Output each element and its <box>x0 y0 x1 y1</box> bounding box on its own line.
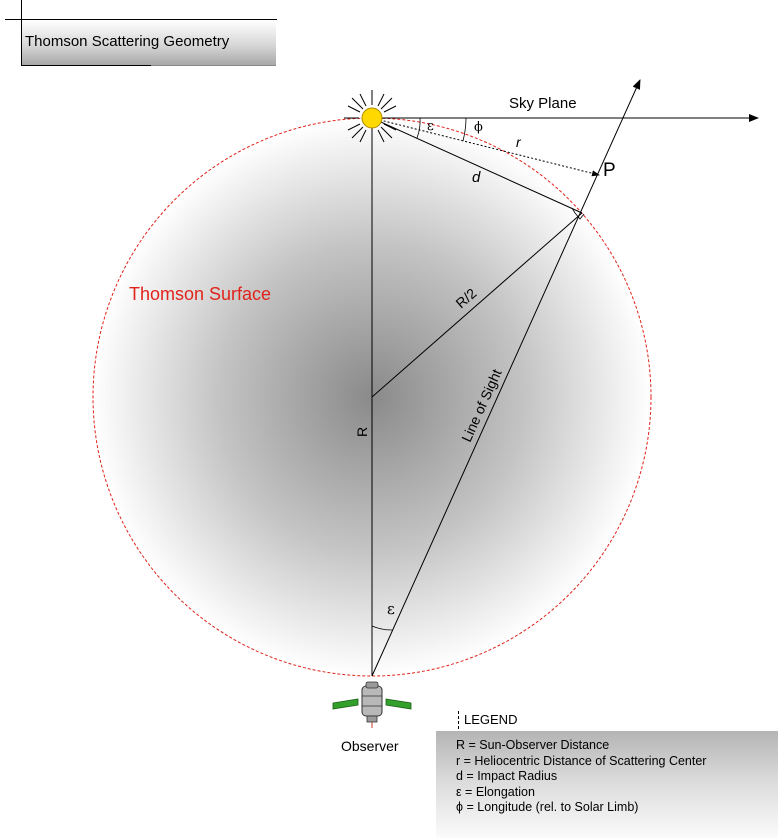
epsilon-arc-top <box>416 117 421 139</box>
sun-icon <box>344 90 400 146</box>
legend-title: LEGEND <box>464 712 518 727</box>
title-top-line <box>5 19 277 20</box>
r-big-label: R <box>354 427 370 437</box>
legend-entry: ϕ = Longitude (rel. to Solar Limb) <box>456 800 639 814</box>
title-box: Thomson Scattering Geometry <box>21 20 276 66</box>
phi-label: ϕ <box>474 120 483 135</box>
title-corner-line <box>21 0 22 66</box>
legend-entry: d = Impact Radius <box>456 769 558 783</box>
title-bottom-line <box>21 65 151 66</box>
epsilon-arc-bottom <box>371 625 394 631</box>
spacecraft-icon <box>332 681 412 728</box>
legend-divider <box>458 711 459 729</box>
legend-entry: r = Heliocentric Distance of Scattering … <box>456 753 707 768</box>
half-r-line <box>371 212 583 398</box>
epsilon-bottom-label: ε <box>387 600 395 618</box>
diagram-title: Thomson Scattering Geometry <box>25 33 230 50</box>
heliocentric-distance-arrow <box>371 117 600 177</box>
legend-entry: R = Sun-Observer Distance <box>456 738 610 752</box>
observer-label: Observer <box>341 738 399 754</box>
legend-box <box>436 731 778 838</box>
line-of-sight <box>371 79 641 677</box>
legend-entry: ε = Elongation <box>456 784 535 799</box>
right-angle-marker <box>571 207 585 220</box>
thomson-surface-label: Thomson Surface <box>129 284 271 304</box>
phi-arc <box>462 117 467 142</box>
r-label: r <box>516 134 522 150</box>
epsilon-top-label: ε <box>427 119 434 134</box>
sky-plane-label: Sky Plane <box>509 95 577 112</box>
d-label: d <box>472 169 481 186</box>
legend-list: R = Sun-Observer Distance r = Heliocentr… <box>456 738 706 816</box>
point-p-label: P <box>603 160 616 181</box>
impact-radius-line <box>371 117 583 214</box>
